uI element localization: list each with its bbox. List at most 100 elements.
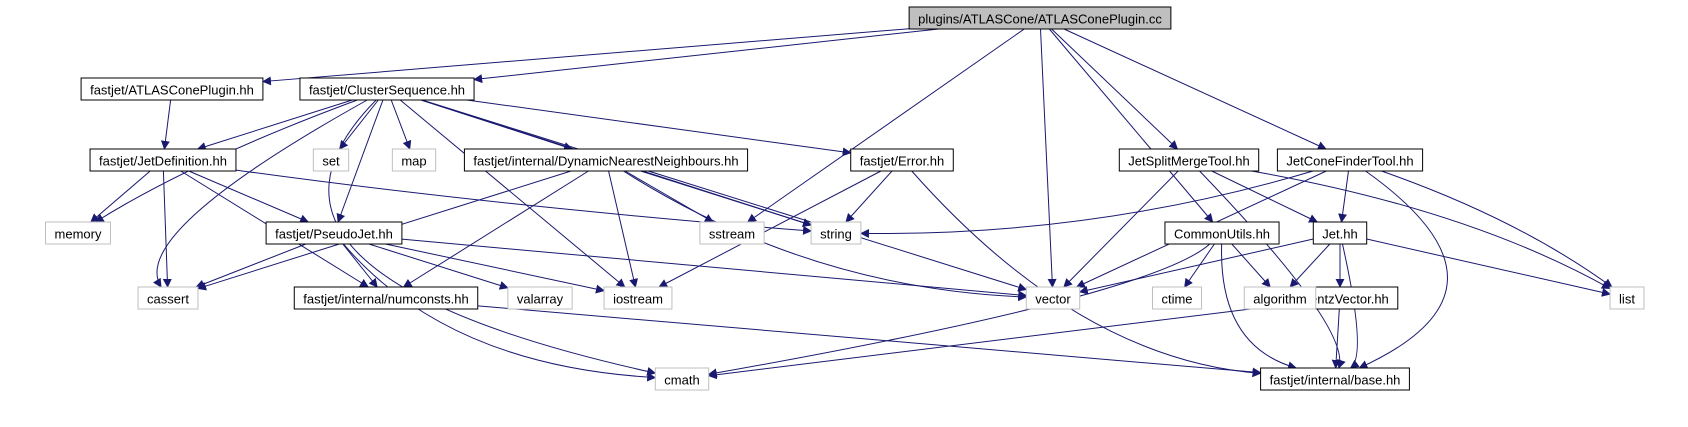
node-error[interactable]: fastjet/Error.hh bbox=[850, 148, 954, 172]
node-box-memory bbox=[45, 221, 111, 245]
node-label-list: list bbox=[1619, 292, 1635, 307]
node-jet[interactable]: Jet.hh bbox=[1312, 221, 1368, 245]
node-atlasplugin_hh[interactable]: fastjet/ATLASConePlugin.hh bbox=[80, 77, 264, 101]
node-sstream: sstream bbox=[699, 221, 765, 245]
node-algorithm: algorithm bbox=[1243, 286, 1317, 310]
node-box-numconsts bbox=[293, 286, 479, 310]
node-box-cassert bbox=[137, 286, 199, 310]
edge-commonutils-to-ctime bbox=[1184, 243, 1215, 288]
node-numconsts[interactable]: fastjet/internal/numconsts.hh bbox=[293, 286, 479, 310]
node-box-root bbox=[908, 6, 1172, 30]
node-label-base: fastjet/internal/base.hh bbox=[1270, 373, 1401, 388]
node-label-vector: vector bbox=[1035, 292, 1071, 307]
node-jetcone[interactable]: JetConeFinderTool.hh bbox=[1276, 148, 1424, 172]
node-pseudojet[interactable]: fastjet/PseudoJet.hh bbox=[265, 221, 403, 245]
node-box-ctime bbox=[1151, 286, 1203, 310]
node-box-set bbox=[312, 148, 350, 172]
edge-dnn-to-vector bbox=[623, 170, 1028, 302]
edge-jet-to-vector bbox=[1078, 238, 1314, 295]
edge-atlasplugin_hh-to-jetdef bbox=[160, 99, 172, 150]
node-commonutils[interactable]: CommonUtils.hh bbox=[1164, 221, 1280, 245]
edge-jetsplit-to-vector bbox=[1063, 170, 1179, 288]
node-label-set: set bbox=[322, 154, 340, 169]
node-label-string: string bbox=[820, 227, 852, 242]
edge-clusterseq-to-vector bbox=[421, 99, 1028, 292]
edge-root-to-atlasplugin_hh bbox=[262, 28, 910, 86]
node-box-jetcone bbox=[1276, 148, 1424, 172]
edge-commonutils-to-base bbox=[1221, 243, 1298, 371]
node-valarray: valarray bbox=[507, 286, 573, 310]
node-string: string bbox=[810, 221, 862, 245]
edge-clusterseq-to-cassert bbox=[152, 99, 368, 288]
node-list: list bbox=[1609, 286, 1645, 310]
node-vector: vector bbox=[1025, 286, 1081, 310]
node-box-clusterseq bbox=[299, 77, 475, 101]
edge-clusterseq-to-error bbox=[466, 99, 852, 157]
node-box-jet bbox=[1312, 221, 1368, 245]
node-label-jetcone: JetConeFinderTool.hh bbox=[1286, 154, 1413, 169]
edge-error-to-base bbox=[911, 170, 1262, 378]
edge-jetcone-to-base bbox=[1358, 170, 1448, 369]
edge-lorentz-to-cmath bbox=[707, 304, 1283, 380]
node-label-error: fastjet/Error.hh bbox=[860, 154, 945, 169]
node-box-sstream bbox=[699, 221, 765, 245]
node-label-cmath: cmath bbox=[664, 373, 699, 388]
edge-jetcone-to-jet bbox=[1338, 170, 1349, 223]
edge-dnn-to-string bbox=[640, 170, 812, 227]
edge-clusterseq-to-cmath bbox=[328, 99, 657, 376]
node-box-valarray bbox=[507, 286, 573, 310]
node-box-string bbox=[810, 221, 862, 245]
edge-dnn-to-numconsts bbox=[402, 170, 589, 288]
edge-jet-to-algorithm bbox=[1289, 243, 1331, 288]
node-ctime: ctime bbox=[1151, 286, 1203, 310]
edge-pseudojet-to-numconsts bbox=[342, 243, 378, 288]
node-map: map bbox=[391, 148, 437, 172]
node-label-numconsts: fastjet/internal/numconsts.hh bbox=[303, 292, 468, 307]
edge-clusterseq-to-pseudojet bbox=[336, 99, 384, 223]
node-label-iostream: iostream bbox=[613, 292, 663, 307]
edge-clusterseq-to-jetdef bbox=[196, 99, 353, 151]
node-label-commonutils: CommonUtils.hh bbox=[1174, 227, 1270, 242]
edge-jetdef-to-pseudojet bbox=[188, 170, 310, 223]
node-iostream: iostream bbox=[603, 286, 673, 310]
node-label-map: map bbox=[401, 154, 426, 169]
edge-jetsplit-to-jet bbox=[1211, 170, 1319, 223]
edge-root-to-clusterseq bbox=[473, 28, 939, 84]
node-label-root: plugins/ATLASCone/ATLASConePlugin.cc bbox=[918, 12, 1162, 27]
edge-root-to-jetcone bbox=[1063, 28, 1327, 150]
node-box-vector bbox=[1025, 286, 1081, 310]
node-dnn[interactable]: fastjet/internal/DynamicNearestNeighbour… bbox=[463, 148, 749, 172]
node-base[interactable]: fastjet/internal/base.hh bbox=[1260, 367, 1410, 391]
node-label-jet: Jet.hh bbox=[1322, 227, 1357, 242]
edge-root-to-sstream bbox=[747, 28, 1025, 223]
node-box-cmath bbox=[654, 367, 710, 391]
edge-pseudojet-to-iostream bbox=[385, 243, 605, 294]
node-box-iostream bbox=[603, 286, 673, 310]
node-root[interactable]: plugins/ATLASCone/ATLASConePlugin.cc bbox=[908, 6, 1172, 30]
node-clusterseq[interactable]: fastjet/ClusterSequence.hh bbox=[299, 77, 475, 101]
edge-error-to-iostream bbox=[658, 170, 882, 288]
node-memory: memory bbox=[45, 221, 111, 245]
edge-root-to-jetsplit bbox=[1051, 28, 1179, 150]
node-label-ctime: ctime bbox=[1161, 292, 1192, 307]
edge-jetcone-to-list bbox=[1381, 170, 1613, 288]
edge-jetcone-to-string bbox=[859, 170, 1314, 238]
node-jetsplit[interactable]: JetSplitMergeTool.hh bbox=[1118, 148, 1260, 172]
node-box-list bbox=[1609, 286, 1645, 310]
node-box-map bbox=[391, 148, 437, 172]
node-label-cassert: cassert bbox=[147, 292, 189, 307]
node-label-dnn: fastjet/internal/DynamicNearestNeighbour… bbox=[473, 154, 738, 169]
node-jetdef[interactable]: fastjet/JetDefinition.hh bbox=[89, 148, 237, 172]
edge-lorentz-to-base bbox=[1331, 308, 1341, 369]
edge-jetsplit-to-list bbox=[1251, 170, 1611, 289]
node-box-error bbox=[850, 148, 954, 172]
node-box-algorithm bbox=[1243, 286, 1317, 310]
edge-error-to-string bbox=[845, 170, 893, 223]
node-box-pseudojet bbox=[265, 221, 403, 245]
edge-clusterseq-to-map bbox=[390, 99, 412, 150]
edge-pseudojet-to-cassert bbox=[195, 243, 307, 289]
node-label-atlasplugin_hh: fastjet/ATLASConePlugin.hh bbox=[90, 83, 254, 98]
edge-commonutils-to-cmath bbox=[707, 243, 1211, 378]
